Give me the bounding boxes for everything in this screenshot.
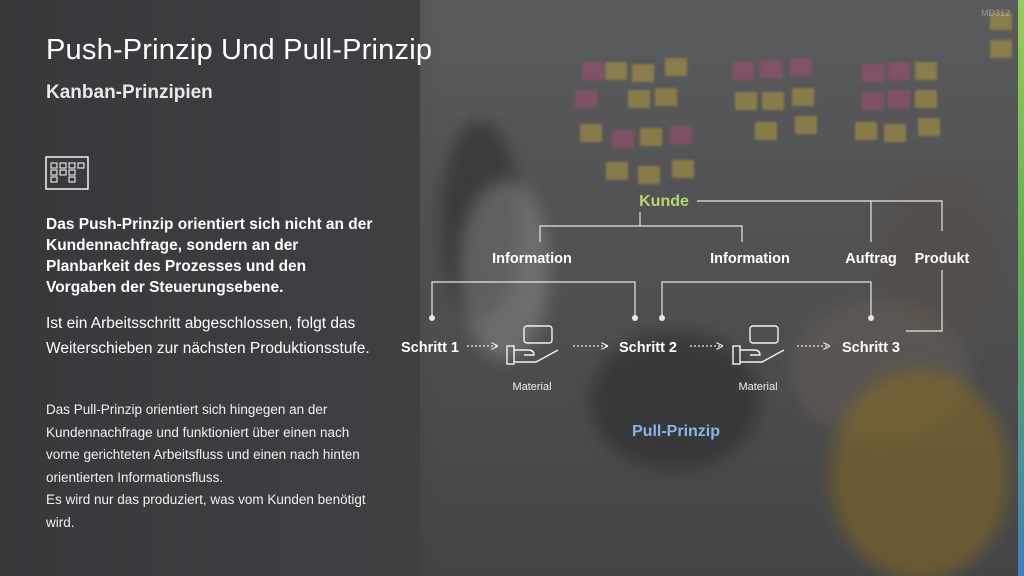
- information-bracket-1: [432, 282, 635, 318]
- step-1-label: Schritt 1: [401, 340, 459, 356]
- connector-dot: [868, 315, 874, 321]
- product-label: Produkt: [915, 251, 970, 267]
- product-return-line: [906, 270, 942, 331]
- hand-with-box-icon: [507, 326, 558, 364]
- step-3-label: Schritt 3: [842, 340, 900, 356]
- customer-label: Kunde: [639, 193, 689, 210]
- connector-dot: [632, 315, 638, 321]
- customer-information-bracket: [540, 226, 742, 242]
- information-label-2: Information: [710, 251, 790, 267]
- connector-dot: [429, 315, 435, 321]
- order-label: Auftrag: [845, 251, 897, 267]
- diagram-labels: Kunde Information Information Auftrag Pr…: [401, 193, 970, 440]
- diagram-caption: Pull-Prinzip: [632, 423, 720, 440]
- material-label-2: Material: [738, 381, 777, 393]
- information-bracket-2: [662, 282, 871, 318]
- information-label-1: Information: [492, 251, 572, 267]
- step-2-label: Schritt 2: [619, 340, 677, 356]
- hand-with-box-icon: [733, 326, 784, 364]
- connector-dots: [429, 315, 874, 321]
- material-label-1: Material: [512, 381, 551, 393]
- connector-dot: [659, 315, 665, 321]
